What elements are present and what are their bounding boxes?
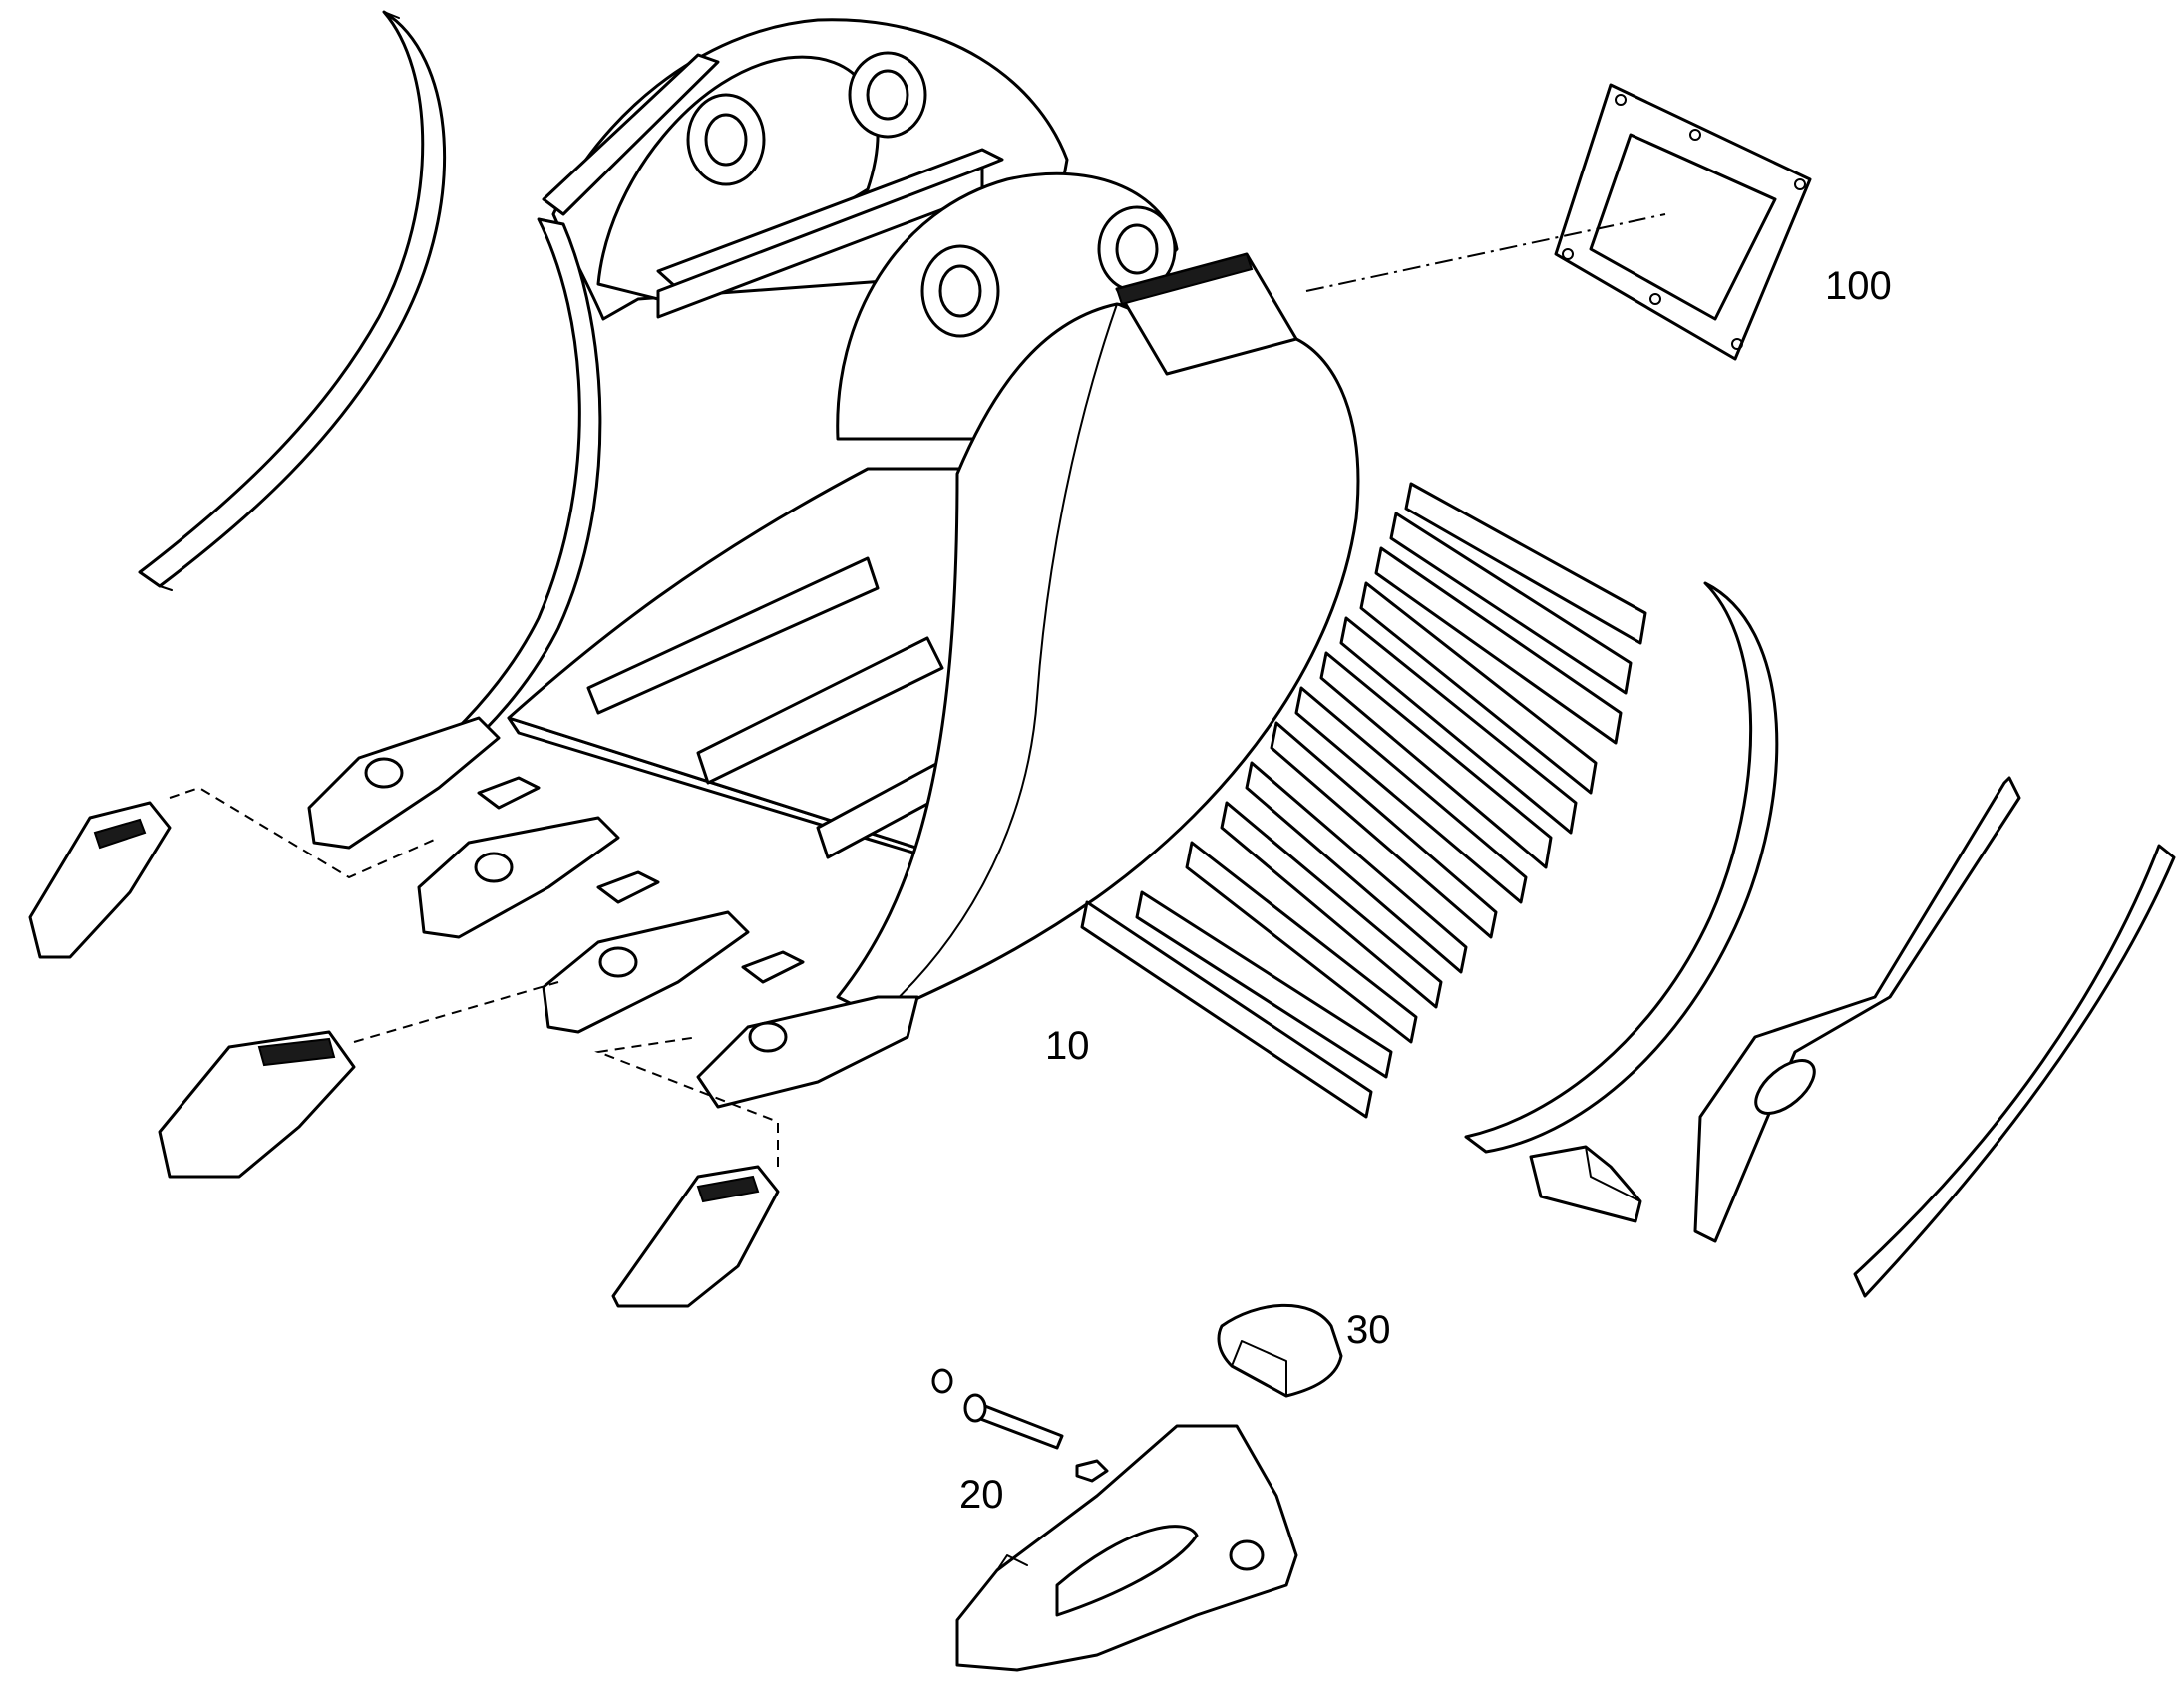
leader-tooth-middle (353, 981, 559, 1043)
tooth-adapters (307, 716, 919, 1109)
leader-tooth-upper (169, 786, 440, 879)
callout-cover: 30 (1346, 1308, 1391, 1352)
leader-plate-100 (1305, 213, 1666, 292)
tooth-middle-left (158, 1030, 356, 1179)
left-side-wear-strip (138, 10, 447, 591)
bucket-body (307, 18, 1360, 1109)
plate-100 (1554, 83, 1812, 361)
far-right-wear-strip (1853, 844, 2176, 1298)
callout-bucket: 10 (1045, 1024, 1090, 1068)
wedge-block (1529, 1145, 1642, 1223)
cover-30 (1217, 1303, 1343, 1398)
tooth-upper-left (28, 801, 172, 959)
callout-tooth-pin: 20 (959, 1473, 1004, 1517)
pin-assembly-20 (931, 1368, 1109, 1483)
floor-wear-strips (1080, 482, 1647, 1119)
right-side-wear-strip (1464, 581, 1779, 1154)
callout-plate: 100 (1825, 264, 1892, 308)
tooth-adapter-bottom (955, 1424, 1298, 1672)
side-cutter-plate (1693, 776, 2021, 1243)
leader-tooth-lower (594, 1036, 779, 1167)
tooth-lower (611, 1165, 780, 1308)
